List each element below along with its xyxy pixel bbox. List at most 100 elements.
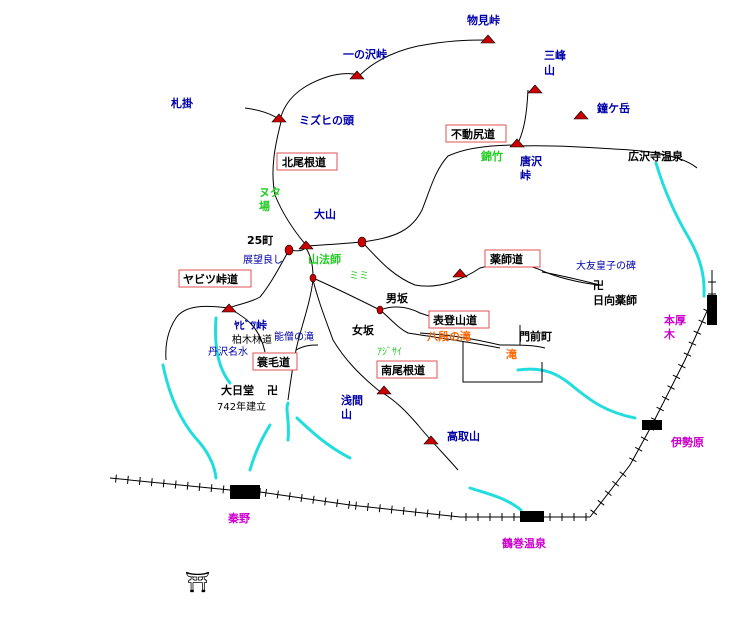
label-karasawa-2: 峠 xyxy=(520,168,531,182)
river-minoge-2 xyxy=(295,416,352,460)
railway-tie xyxy=(162,479,165,488)
railway-tie xyxy=(355,501,357,510)
trail-mimi-yakushi xyxy=(361,241,601,287)
trail-minamione xyxy=(312,279,459,471)
railway-tie xyxy=(210,484,213,493)
trail-omote xyxy=(312,277,501,349)
river-hinata xyxy=(516,367,637,420)
railway-tie xyxy=(312,495,315,504)
label-taki: 滝 xyxy=(506,347,517,361)
river-kashiwagi xyxy=(214,316,232,385)
peak-mizuhi-marker xyxy=(271,113,287,123)
label-hinata-yakushi: 日向薬師 xyxy=(593,293,637,307)
peak-oyama-marker xyxy=(298,240,314,250)
label-ichinosawa: 一の沢峠 xyxy=(343,47,387,61)
railway-tie xyxy=(693,330,702,335)
label-mimi: ミミ xyxy=(349,271,369,282)
railway-tie xyxy=(414,508,417,517)
trail-hachidan xyxy=(419,332,546,349)
river-minoge-1 xyxy=(285,401,290,442)
railway-tie xyxy=(629,457,637,463)
trail-yabitsu-se xyxy=(231,309,266,353)
label-hon-atsugi-2: 木 xyxy=(663,327,676,341)
junction-otokozaka xyxy=(376,305,384,315)
railway-ties xyxy=(115,281,716,521)
trail-yabitsu-sw xyxy=(165,305,229,361)
label-tsurumaki: 鶴巻温泉 xyxy=(502,536,547,550)
railway-tie xyxy=(324,497,327,506)
label-sanposhi: 山法師 xyxy=(308,252,341,266)
label-nishiki-take: 錦竹 xyxy=(481,149,503,163)
station-tsurumaki-block xyxy=(520,511,544,522)
railway-odakyu-branch xyxy=(589,270,713,518)
trail-25cho-yabitsu xyxy=(228,249,290,309)
label-kashiwagi: 柏木林道 xyxy=(232,333,272,346)
peak-yabitsu-marker xyxy=(221,303,237,313)
trail-karasawa-mimi xyxy=(305,241,363,247)
railway-tie xyxy=(590,509,598,516)
label-hon-atsugi-1: 本厚 xyxy=(664,313,686,327)
trail-monzen-box xyxy=(462,342,543,383)
label-25cho: 25町 xyxy=(247,234,273,247)
peak-asama-marker xyxy=(376,385,392,395)
label-yabitsu-pass: ﾔﾋﾞﾂ峠 xyxy=(234,318,267,332)
railway-tie xyxy=(336,499,339,508)
label-manji-hinata: 卍 xyxy=(593,279,604,292)
railway-tie xyxy=(698,319,707,324)
label-azisai: ｱｼﾞｻｲ xyxy=(377,346,402,358)
railway-odakyu xyxy=(109,477,590,518)
peak-karasawa-marker xyxy=(509,138,525,148)
peak-monomi-marker xyxy=(480,34,496,44)
railway-tie xyxy=(402,506,405,515)
route-box-minamione xyxy=(376,360,438,379)
label-monomi: 物見峠 xyxy=(467,13,500,27)
label-route-yabitsu: ヤビツ峠道 xyxy=(183,272,238,286)
label-asama-2: 山 xyxy=(341,407,352,421)
junctions xyxy=(284,236,384,315)
railway-tie xyxy=(688,341,697,346)
river-hadano-west xyxy=(161,363,218,480)
label-route-minamione: 南尾根道 xyxy=(381,363,425,377)
label-route-omote: 表登山道 xyxy=(432,313,477,327)
station-hadano-block xyxy=(230,485,260,499)
label-takatori: 高取山 xyxy=(447,429,480,443)
label-hirosawaji: 広沢寺温泉 xyxy=(628,149,684,163)
label-fudamake: 札掛 xyxy=(170,96,194,110)
railway-tie xyxy=(127,475,129,484)
railway-tie xyxy=(597,499,605,506)
peak-yakushi-marker xyxy=(452,268,468,278)
label-hachidan: 八段の滝 xyxy=(426,329,471,343)
trail-ridge-south xyxy=(272,121,307,246)
railway-tie xyxy=(426,509,429,518)
railway-tie xyxy=(288,492,291,501)
label-karasawa-1: 唐沢 xyxy=(520,154,543,168)
railway-tie xyxy=(672,374,681,380)
railway-tie xyxy=(174,480,177,489)
railway-tie xyxy=(619,471,627,478)
label-nousou: 能僧の滝 xyxy=(274,330,314,343)
label-hadano: 秦野 xyxy=(227,511,250,525)
label-route-minoge: 簑毛道 xyxy=(256,355,290,369)
trail-yakushi-hinata xyxy=(541,271,601,286)
railway-tie xyxy=(198,482,201,491)
railway-tie xyxy=(678,363,686,369)
railway-tie xyxy=(634,446,643,452)
station-hon-atsugi-block xyxy=(707,295,717,325)
labels: 物見峠 一の沢峠 三峰 山 鐘ケ岳 札掛 ミズヒの頭 不動尻道 北尾根道 錦竹 … xyxy=(170,13,704,594)
route-boxes xyxy=(178,124,541,379)
label-mitsumine-1: 三峰 xyxy=(544,48,567,62)
label-dainichido: 大日堂 xyxy=(221,383,254,397)
label-kennen: 742年建立 xyxy=(217,400,266,413)
trail-fudo-1 xyxy=(361,144,518,243)
peak-mitsumine-marker xyxy=(527,84,543,94)
peak-kanegatake-marker xyxy=(573,110,589,120)
river-hon-atsugi xyxy=(654,161,706,298)
railway-tie xyxy=(300,493,303,503)
rivers xyxy=(161,161,706,512)
label-nuta-1: ヌタ xyxy=(259,186,281,199)
stations xyxy=(230,295,717,522)
trail-dainichido xyxy=(295,344,319,351)
railway-tie xyxy=(378,504,381,513)
junction-mimi xyxy=(357,236,367,248)
label-monzen: 門前町 xyxy=(519,329,552,343)
